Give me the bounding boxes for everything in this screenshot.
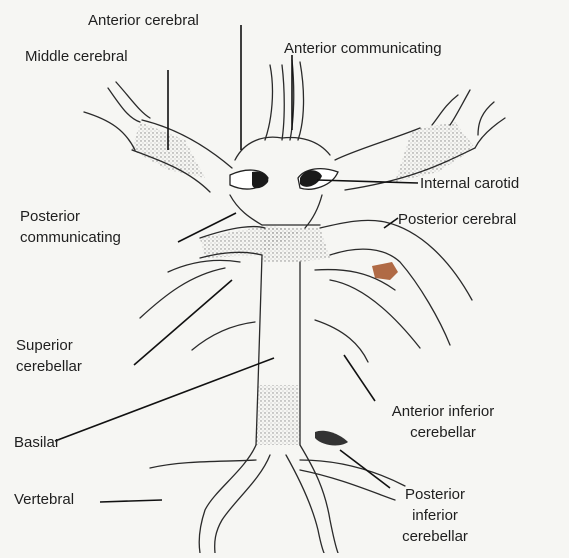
anterior-cerebral-vessels: [235, 60, 330, 160]
label-basilar: Basilar: [14, 434, 60, 451]
label-middle-cerebral: Middle cerebral: [25, 48, 128, 65]
label-anterior-inferior-cerebellar-line2: cerebellar: [368, 424, 518, 441]
label-posterior-inferior-cerebellar-line3: cerebellar: [380, 528, 490, 545]
label-anterior-cerebral: Anterior cerebral: [88, 12, 199, 29]
leader-lines: [55, 25, 418, 502]
label-superior-cerebellar-line2: cerebellar: [16, 358, 82, 375]
internal-carotid-blobs: [230, 169, 338, 190]
label-posterior-communicating-line2: communicating: [20, 229, 121, 246]
label-vertebral: Vertebral: [14, 491, 74, 508]
brown-mark: [372, 262, 398, 280]
label-posterior-communicating-line1: Posterior: [20, 208, 80, 225]
label-anterior-inferior-cerebellar-line1: Anterior inferior: [368, 403, 518, 420]
label-anterior-communicating: Anterior communicating: [284, 40, 442, 57]
label-internal-carotid: Internal carotid: [420, 175, 519, 192]
label-posterior-inferior-cerebellar-line2: inferior: [380, 507, 490, 524]
dark-smudge: [315, 431, 348, 446]
label-posterior-cerebral: Posterior cerebral: [398, 211, 516, 228]
label-posterior-inferior-cerebellar-line1: Posterior: [380, 486, 490, 503]
label-superior-cerebellar-line1: Superior: [16, 337, 73, 354]
